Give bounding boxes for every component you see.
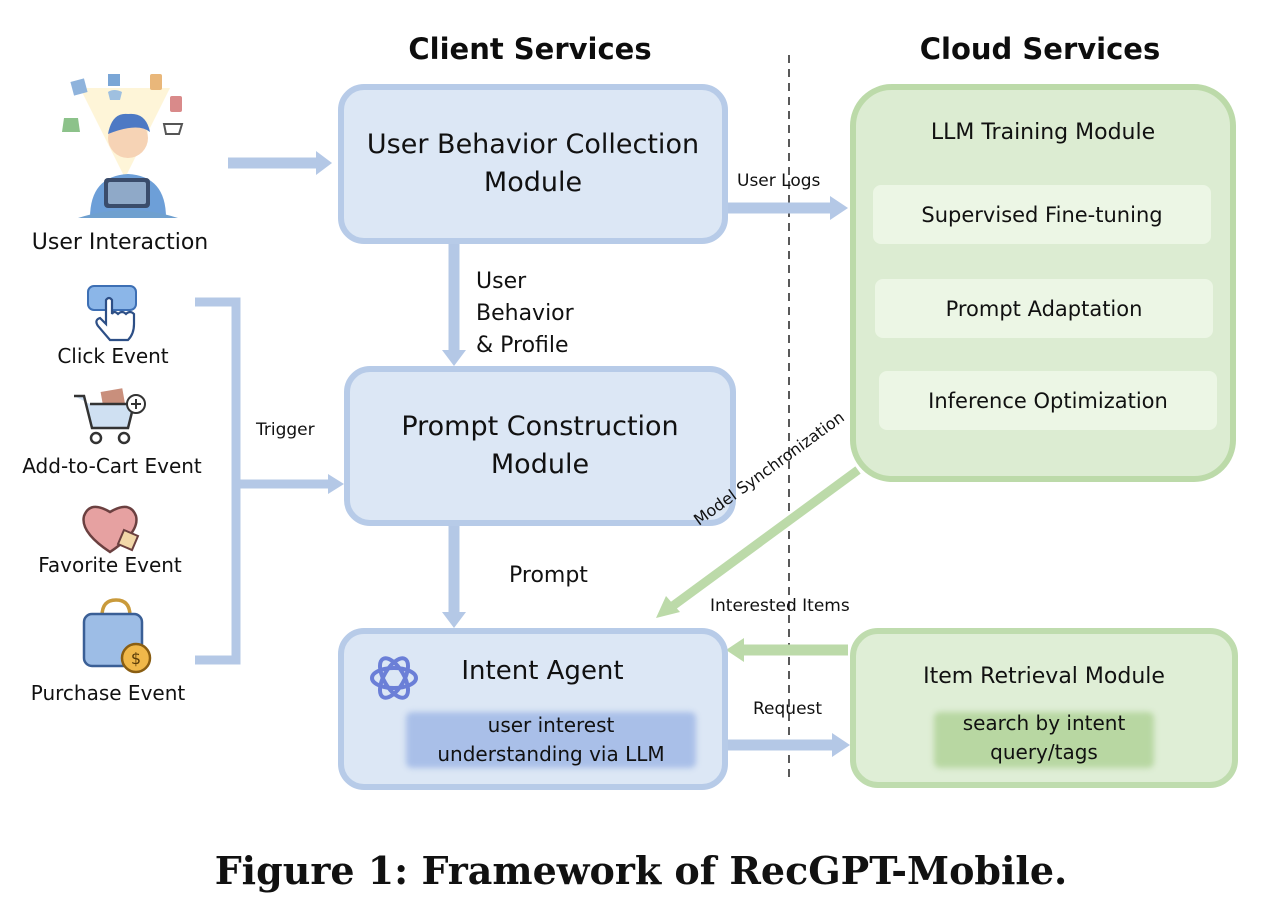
prompt-construction-title: Prompt Construction Module	[401, 411, 679, 480]
llm-training-title: LLM Training Module	[930, 120, 1156, 145]
supervised-fine-tuning-box: Supervised Fine-tuning	[873, 185, 1211, 244]
event-bracket	[195, 297, 241, 665]
intent-agent-sub-bg	[406, 712, 696, 768]
figure-caption: Figure 1: Framework of RecGPT-Mobile.	[214, 848, 1068, 893]
shopping-cart-icon	[72, 386, 150, 448]
user-behavior-collection-title: User Behavior Collection Module	[366, 129, 700, 198]
prompt-construction-module: Prompt Construction Module	[344, 366, 736, 526]
user-with-tablet-icon	[60, 68, 190, 223]
purchase-event-label: Purchase Event	[30, 681, 186, 705]
add-to-cart-label: Add-to-Cart Event	[22, 454, 202, 478]
request-label: Request	[753, 699, 823, 719]
trigger-label: Trigger	[256, 420, 315, 440]
prompt-label: Prompt	[509, 563, 588, 588]
click-event-label: Click Event	[57, 344, 169, 368]
user-logs-label: User Logs	[737, 171, 821, 191]
interested-items-label: Interested Items	[710, 596, 850, 616]
favorite-event-label: Favorite Event	[38, 553, 182, 577]
client-services-title: Client Services	[408, 32, 652, 66]
arrow-model-sync	[667, 466, 861, 612]
click-hand-icon	[86, 284, 142, 348]
svg-text:$: $	[131, 649, 141, 668]
intent-agent-sub: user interest understanding via LLM	[437, 713, 665, 766]
cloud-services-title: Cloud Services	[919, 32, 1161, 66]
inference-optimization-box: Inference Optimization	[879, 371, 1217, 430]
shopping-bag-coin-icon: $	[80, 596, 156, 678]
user-behavior-profile-label: User Behavior & Profile	[476, 269, 574, 358]
llm-logo-icon	[364, 648, 424, 708]
intent-agent-title: Intent Agent	[461, 656, 624, 686]
item-retrieval-sub: search by intent query/tags	[962, 711, 1126, 764]
user-interaction-label: User Interaction	[31, 230, 209, 255]
heart-tag-icon	[80, 500, 146, 558]
item-retrieval-title: Item Retrieval Module	[923, 664, 1165, 689]
user-behavior-collection-module: User Behavior Collection Module	[338, 84, 728, 244]
item-retrieval-sub-bg	[934, 712, 1154, 768]
prompt-adaptation-box: Prompt Adaptation	[875, 279, 1213, 338]
